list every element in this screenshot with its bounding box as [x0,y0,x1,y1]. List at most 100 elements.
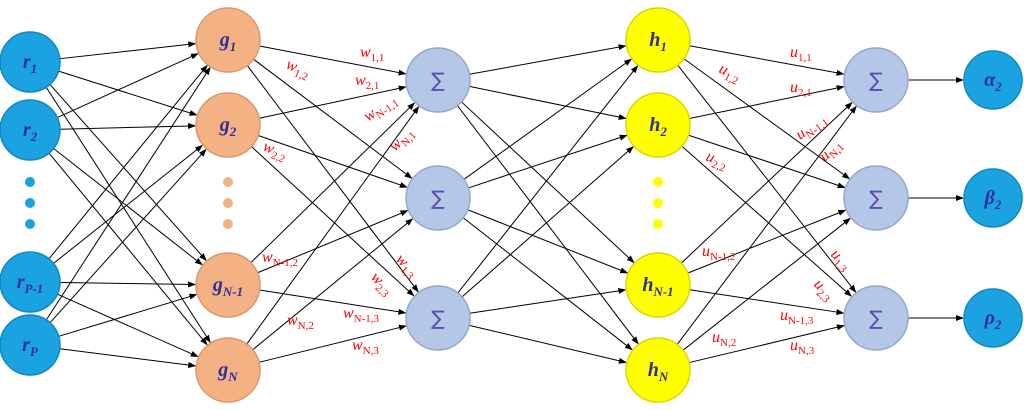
u-weight-label: uN-1,3 [780,307,814,327]
connection-edge [461,146,634,298]
sum-node-output [843,165,909,231]
ellipsis-dot [223,198,233,208]
connection-edge [57,53,199,119]
node-label-base: g [212,274,223,296]
u-weight-label: uN,3 [790,337,815,357]
node-label-subscript: 1 [230,39,237,54]
sum-symbol: ∑ [431,68,445,92]
u-weight-label: uN,2 [712,329,736,349]
w-weight-label: wN,3 [352,337,379,357]
connection-edge [253,58,413,179]
output-node [963,168,1023,228]
g-node-label: gN-1 [212,274,243,299]
u-weight-label: u2,1 [790,79,812,99]
w-weight-label: wN-1,2 [262,249,298,269]
connection-edges [45,41,964,368]
connection-edge [457,65,639,294]
sum-node-output [843,47,909,113]
node-label-base: h [649,114,660,136]
input-node [0,31,61,93]
g-node-label: gN [217,359,238,384]
g-node-label: g1 [219,29,237,54]
g-node [195,252,261,318]
connection-edge [677,64,857,293]
g-node-label: g2 [219,114,237,139]
connection-edge [246,105,420,345]
h-node-label: h1 [649,29,667,54]
connection-edge [467,209,629,274]
u-weight-label: u1,2 [715,60,743,87]
w-weight-label: w2,3 [365,269,397,301]
network-nodes: r1r2rP-1rPg1g2gN-1gN∑∑∑h1h2hN-1hN∑∑∑α2β2… [0,7,1023,403]
connection-edge [688,134,846,189]
u-weight-label: uN-1,2 [702,243,735,263]
connection-edge [689,85,845,120]
ellipsis-dots [25,177,663,229]
connection-edge [57,293,199,358]
connection-edge [683,58,851,180]
node-label-subscript: 2 [994,197,1002,212]
node-label-base: ρ [984,307,995,329]
connection-edge [48,64,208,260]
input-node-label: r1 [23,51,37,76]
connection-edge [246,65,419,293]
h-node [625,7,691,73]
ellipsis-dot [653,198,663,208]
node-label-base: α [984,69,996,91]
node-label-base: g [219,29,230,51]
w-weight-label: w1,1 [360,44,384,64]
ellipsis-dot [25,219,35,229]
connection-edge [258,135,408,188]
node-label-base: h [648,359,659,381]
connection-edge [252,218,414,351]
input-node-label: rP [22,334,39,359]
node-label-subscript: 2 [30,129,38,144]
connection-edge [259,289,407,315]
connection-edge [250,102,416,264]
output-node-label: ρ2 [984,307,1002,332]
node-label-base: g [219,114,230,136]
node-label-subscript: N-1 [222,284,243,299]
ellipsis-dot [25,177,35,187]
ellipsis-dot [223,219,233,229]
connection-edge [259,85,407,119]
sum-node-hidden [405,165,471,231]
w-weight-label: w2,1 [355,72,379,92]
node-label-subscript: 2 [229,124,237,139]
output-node [963,50,1023,110]
u-weight-label: u1,3 [825,246,855,276]
connection-edge [48,152,208,346]
node-label-subscript: 2 [994,79,1002,94]
connection-edge [682,217,851,351]
node-label-subscript: 2 [659,124,667,139]
w-weight-label: w1,2 [282,56,312,84]
sum-symbol: ∑ [869,186,883,210]
connection-edge [257,210,409,274]
connection-edge [259,45,407,76]
w-weight-label: wN-1,3 [343,305,380,325]
node-label-subscript: N [227,369,238,384]
h-node-label: hN [648,359,669,384]
sum-symbol: ∑ [431,186,445,210]
u-weight-label: uN,1 [816,136,847,167]
node-label-base: β [984,187,996,209]
u-weight-label: u2,2 [702,148,730,175]
connection-edge [687,209,847,274]
node-label-base: r [23,51,31,73]
sum-node-hidden [405,47,471,113]
sum-node-hidden [405,285,471,351]
node-label-base: r [17,271,25,293]
node-label-base: h [649,29,660,51]
node-label-base: r [23,119,31,141]
input-node [0,99,61,161]
sum-symbol: ∑ [869,306,883,330]
connection-edge [58,70,198,116]
ellipsis-dot [223,177,233,187]
connection-edge [469,44,627,75]
node-label-subscript: P-1 [25,281,44,296]
h-node [625,252,691,318]
ellipsis-dot [653,219,663,229]
connection-edge [59,281,197,288]
connection-edge [456,105,639,345]
